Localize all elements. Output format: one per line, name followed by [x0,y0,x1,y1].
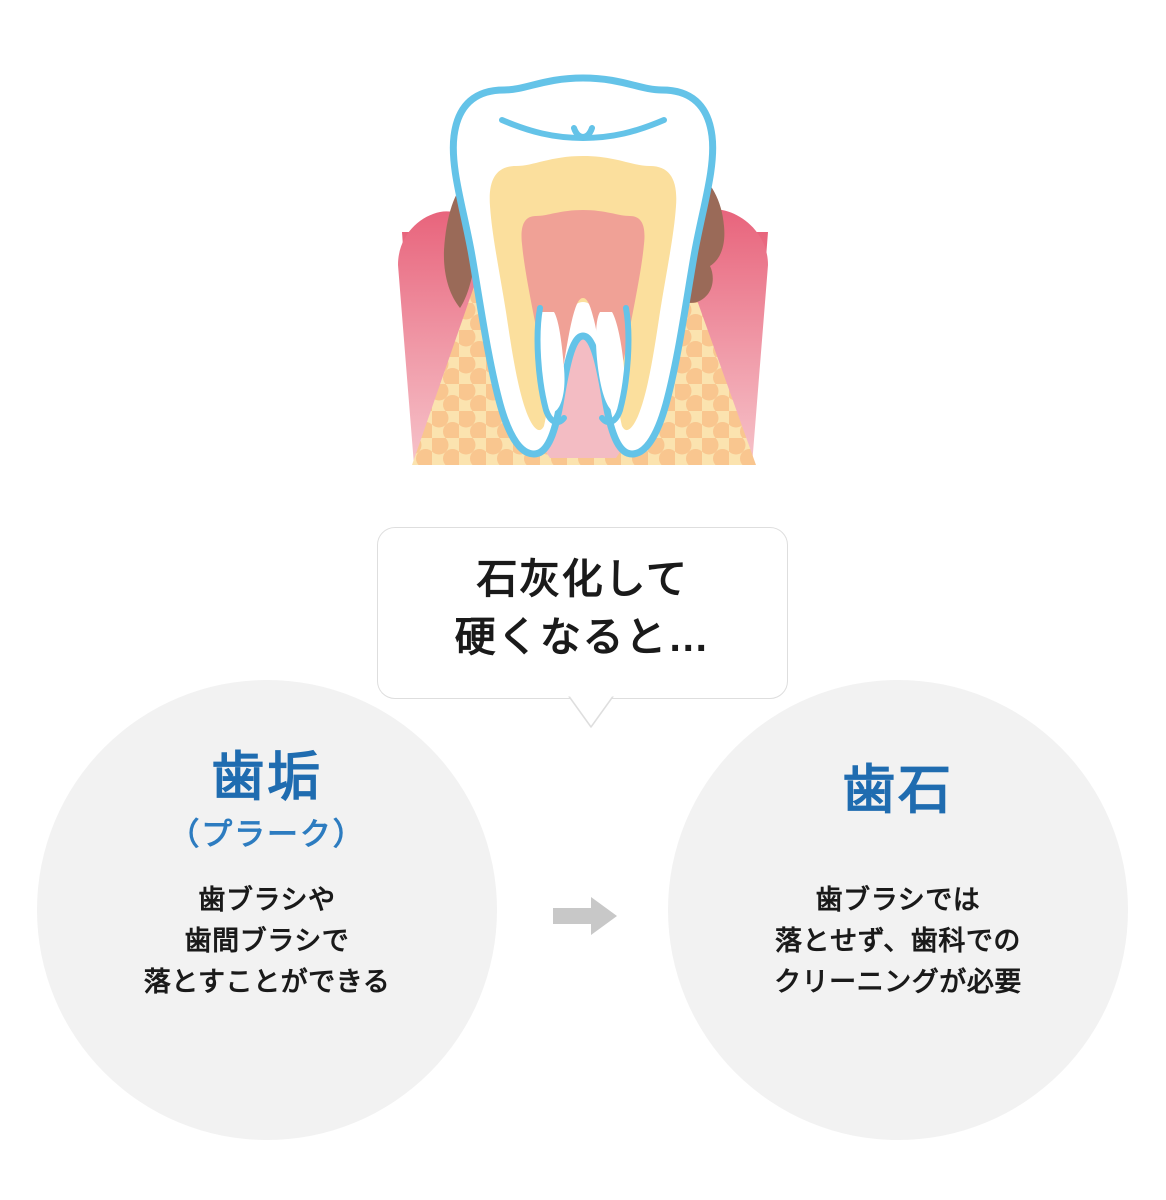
speech-bubble-text: 石灰化して 硬くなると… [454,556,711,661]
plaque-info-circle: 歯垢 （プラーク） 歯ブラシや 歯間ブラシで 落とすことができる [37,680,497,1140]
plaque-heading: 歯垢 [211,748,323,807]
plaque-subheading: （プラーク） [168,816,366,852]
tooth-body [449,74,717,458]
speech-bubble-tail-icon [556,694,626,734]
speech-bubble: 石灰化して 硬くなると… [377,527,788,699]
tooth-cross-section-illustration [378,60,788,475]
tartar-description: 歯ブラシでは 落とせず、歯科での クリーニングが必要 [774,885,1022,998]
arrow-right-icon [551,895,619,937]
tartar-heading: 歯石 [842,761,954,820]
plaque-description: 歯ブラシや 歯間ブラシで 落とすことができる [143,885,391,998]
tartar-info-circle: 歯石 歯ブラシでは 落とせず、歯科での クリーニングが必要 [668,680,1128,1140]
